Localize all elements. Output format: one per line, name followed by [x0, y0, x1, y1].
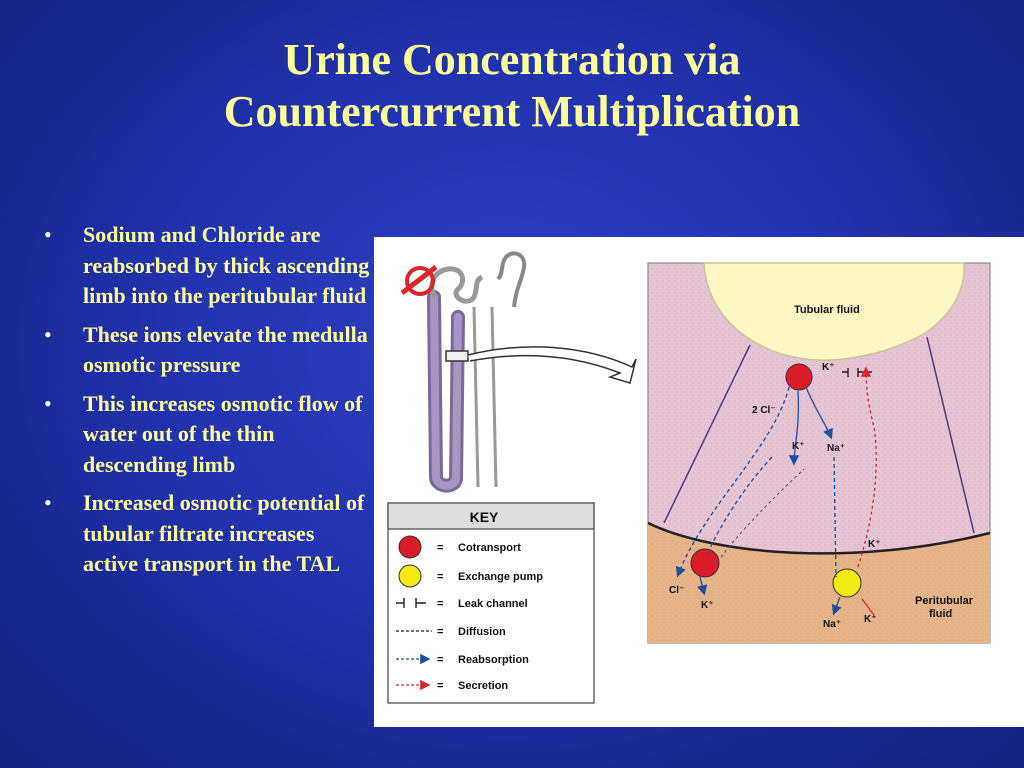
- key-item-label: Cotransport: [458, 542, 521, 554]
- ion-label: K⁺: [868, 539, 881, 550]
- title-line-1: Urine Concentration via: [283, 35, 741, 84]
- ion-label: Na⁺: [827, 443, 845, 454]
- ion-label: K⁺: [864, 614, 877, 625]
- nephron-illustration: [400, 251, 637, 493]
- peritubular-label-2: fluid: [929, 608, 952, 620]
- bullet-item: Increased osmotic potential of tubular f…: [44, 488, 374, 580]
- bullet-item: These ions elevate the medulla osmotic p…: [44, 320, 374, 381]
- ion-label: Na⁺: [823, 619, 841, 630]
- key-equals: =: [437, 654, 443, 666]
- key-item-label: Leak channel: [458, 598, 528, 610]
- transport-diagram: Tubular fluid Peritubular fluid K⁺ 2 Cl⁻…: [647, 262, 991, 644]
- key-equals: =: [437, 626, 443, 638]
- key-item-label: Secretion: [458, 680, 508, 692]
- diagram-svg: Tubular fluid Peritubular fluid K⁺ 2 Cl⁻…: [387, 251, 991, 704]
- diagram-panel: Tubular fluid Peritubular fluid K⁺ 2 Cl⁻…: [374, 237, 1024, 727]
- leak-channel-icon: [396, 598, 426, 608]
- ion-label: K⁺: [792, 441, 805, 452]
- cotransport-icon: [398, 535, 422, 559]
- exchange-pump-icon: [398, 564, 422, 588]
- bullet-item: This increases osmotic flow of water out…: [44, 389, 374, 481]
- diagram-key: KEY = Cotransport = Exchange pump = Leak…: [387, 502, 595, 704]
- ion-label: Cl⁻: [669, 585, 684, 596]
- key-item-label: Diffusion: [458, 626, 506, 638]
- ion-label: K⁺: [701, 600, 714, 611]
- peritubular-label-1: Peritubular: [915, 595, 974, 607]
- tubular-fluid-label: Tubular fluid: [794, 304, 860, 316]
- bullet-list: Sodium and Chloride are reabsorbed by th…: [44, 220, 374, 588]
- key-equals: =: [437, 542, 443, 554]
- key-item-label: Reabsorption: [458, 654, 529, 666]
- title-line-2: Countercurrent Multiplication: [223, 87, 801, 136]
- slide-title: Urine Concentration via Countercurrent M…: [0, 34, 1024, 138]
- ion-label: K⁺: [822, 362, 835, 373]
- key-title: KEY: [470, 509, 499, 525]
- key-item-label: Exchange pump: [458, 571, 543, 583]
- key-equals: =: [437, 571, 443, 583]
- key-equals: =: [437, 598, 443, 610]
- bullet-item: Sodium and Chloride are reabsorbed by th…: [44, 220, 374, 312]
- key-equals: =: [437, 680, 443, 692]
- ion-label: 2 Cl⁻: [752, 405, 776, 416]
